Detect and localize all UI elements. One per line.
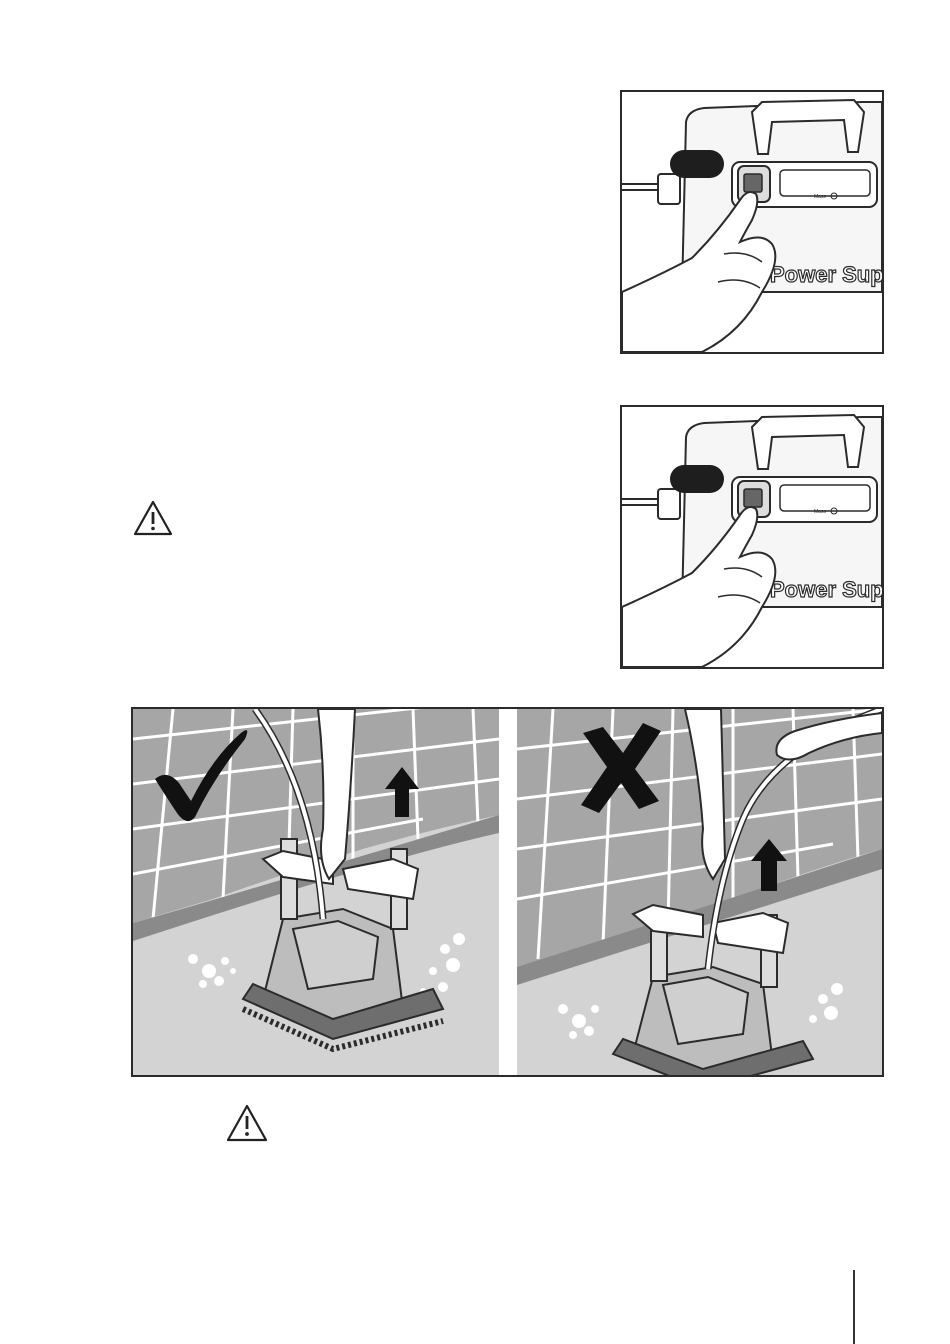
- device-label: Power Supply: [770, 262, 882, 287]
- small-label: Mass: [814, 194, 826, 200]
- power-supply-illustration: Mass Power Supply: [622, 92, 882, 352]
- incorrect-lift-scene: [517, 709, 882, 1075]
- warning-icon: [133, 500, 173, 536]
- warning-icon: [226, 1104, 268, 1142]
- lifting-scene: [133, 709, 882, 1075]
- device-label: Power Supply: [770, 577, 882, 602]
- page-margin-rule: [853, 1270, 855, 1344]
- button-indicator-pill: [670, 150, 724, 178]
- small-label: Mass: [814, 509, 826, 515]
- button-indicator-pill: [670, 465, 724, 493]
- correct-lift-scene: [133, 709, 499, 1049]
- power-supply-off-illustration: Mass Power Supply: [620, 405, 884, 669]
- power-supply-on-illustration: Mass Power Supply: [620, 90, 884, 354]
- power-supply-illustration: Mass Power Supply: [622, 407, 882, 667]
- robot-lifting-illustration: [131, 707, 884, 1077]
